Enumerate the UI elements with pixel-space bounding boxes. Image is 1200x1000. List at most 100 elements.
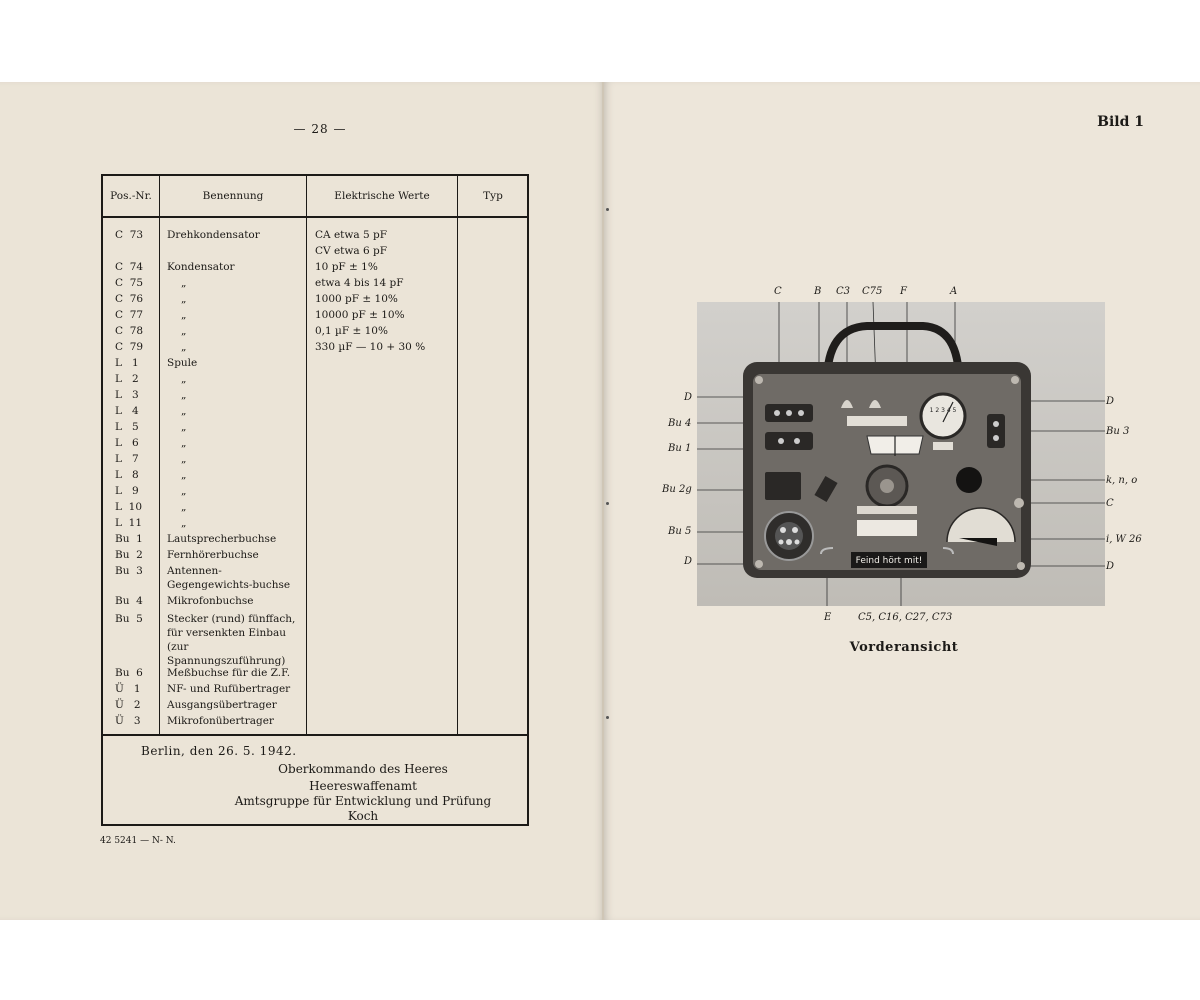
cell-pos: C 77 [115,309,144,321]
right-page: Bild 1 C B C3 C75 F A D Bu 4 Bu 1 Bu 2g … [604,82,1200,920]
cell-pos: Bu 1 [115,533,143,545]
callout-label: Bu 5 [668,526,692,537]
cell-name: „ [181,293,187,305]
page-mark [606,716,609,719]
cell-name: „ [181,277,187,289]
cell-value: 10 pF ± 1% [315,261,378,273]
case-handle [823,322,963,383]
selector-scale [946,507,1016,543]
cell-pos: L 9 [115,485,139,497]
volume-knob[interactable] [956,467,982,493]
label-plate [857,520,917,536]
callout-label: D [1106,561,1115,572]
cell-pos: C 79 [115,341,144,353]
cell-pos: Bu 3 [115,565,143,577]
cell-name: „ [181,517,187,529]
cell-pos: Bu 5 [115,613,143,625]
cell-name: Fernhörerbuchse [167,549,259,561]
cell-pos: C 76 [115,293,144,305]
callout-label: C [774,286,782,297]
socket-bu2g [765,472,801,500]
cell-pos: L 8 [115,469,139,481]
page-mark [606,502,609,505]
callout-label: D [684,392,693,403]
label-plate [847,416,907,426]
cell-pos: C 78 [115,325,144,337]
cell-value: 1000 pF ± 10% [315,293,398,305]
cell-name: Mikrofonübertrager [167,715,274,727]
screw-terminal [1014,498,1024,508]
page-mark [606,208,609,211]
cell-pos: Ü 1 [115,683,141,695]
cell-pos: L 5 [115,421,139,433]
cell-value: CA etwa 5 pF [315,229,387,241]
column-divider [457,176,458,734]
warning-plate-text: Feind hört mit! [856,556,923,566]
cell-pos: Ü 2 [115,699,141,711]
cell-name: „ [181,373,187,385]
figure-caption: Vorderansicht [849,640,959,655]
radio-device-drawing: 1 2 3 4 5 Fe [697,301,1105,606]
book-spine [602,82,605,920]
signature-line: Heereswaffenamt [309,779,417,793]
cell-pos: L 7 [115,453,139,465]
figure-label: Bild 1 [1097,114,1144,130]
column-divider [306,176,307,734]
callout-label: Bu 4 [668,418,692,429]
header-pos: Pos.-Nr. [110,190,152,202]
callout-label: D [684,556,693,567]
cell-name: NF- und Rufübertrager [167,683,291,695]
header-type: Typ [483,190,503,202]
cell-pos: L 4 [115,405,139,417]
signature-line: Oberkommando des Heeres [278,762,448,776]
cell-value: 10000 pF ± 10% [315,309,405,321]
book-spread: — 28 — Pos.-Nr. Benennung Elektrische We… [0,82,1200,920]
callout-label: i, W 26 [1106,534,1142,545]
indicator-lamp [841,400,853,408]
cell-value: 330 µF — 10 + 30 % [315,341,426,353]
callout-label: E [824,612,832,623]
callout-label: Bu 2g [662,484,692,495]
cell-pos: L 11 [115,517,143,529]
callout-label: C3 [836,286,851,297]
cell-value: 0,1 µF ± 10% [315,325,388,337]
signature-city-date: Berlin, den 26. 5. 1942. [141,744,297,758]
meter-gauge [919,392,967,440]
signature-line: Amtsgruppe für Entwicklung und Prüfung [234,794,492,808]
cell-pos: C 75 [115,277,144,289]
cell-pos: Bu 4 [115,595,143,607]
cell-name: „ [181,421,187,433]
cell-pos: C 74 [115,261,144,273]
cell-name: Stecker (rund) fünffach, für versenkten … [167,613,296,667]
meter-scale-text: 1 2 3 4 5 [930,407,957,414]
device-photo: 1 2 3 4 5 Fe [697,301,1105,606]
table-header: Pos.-Nr. Benennung Elektrische Werte Typ [103,176,527,218]
cell-pos: L 1 [115,357,139,369]
cell-name: „ [181,437,187,449]
selector-switch[interactable] [959,538,997,546]
printer-code: 42 5241 — N- N. [100,836,176,846]
callout-label: D [1106,396,1115,407]
cell-name: Antennen-Gegengewichts-buchse [167,565,291,591]
socket-bu3 [987,414,1005,448]
left-page: — 28 — Pos.-Nr. Benennung Elektrische We… [0,82,604,920]
cell-pos: Bu 6 [115,667,143,679]
switch-lever[interactable] [814,475,838,503]
header-name: Benennung [202,190,264,202]
cell-pos: L 6 [115,437,139,449]
callout-label: Bu 1 [668,443,692,454]
callout-label: Bu 3 [1106,426,1130,437]
cell-pos: Ü 3 [115,715,141,727]
cell-name: „ [181,309,187,321]
cell-name: Lautsprecherbuchse [167,533,277,545]
cell-name: „ [181,501,187,513]
callout-label: B [814,286,822,297]
warning-plate [851,552,927,568]
callout-label: C5, C16, C27, C73 [858,612,953,623]
cell-name: Meßbuchse für die Z.F. [167,667,291,679]
cell-name: Kondensator [167,261,235,273]
cell-pos: L 3 [115,389,139,401]
socket-bu1 [765,432,813,450]
cell-value: CV etwa 6 pF [315,245,387,257]
cell-name: Drehkondensator [167,229,260,241]
